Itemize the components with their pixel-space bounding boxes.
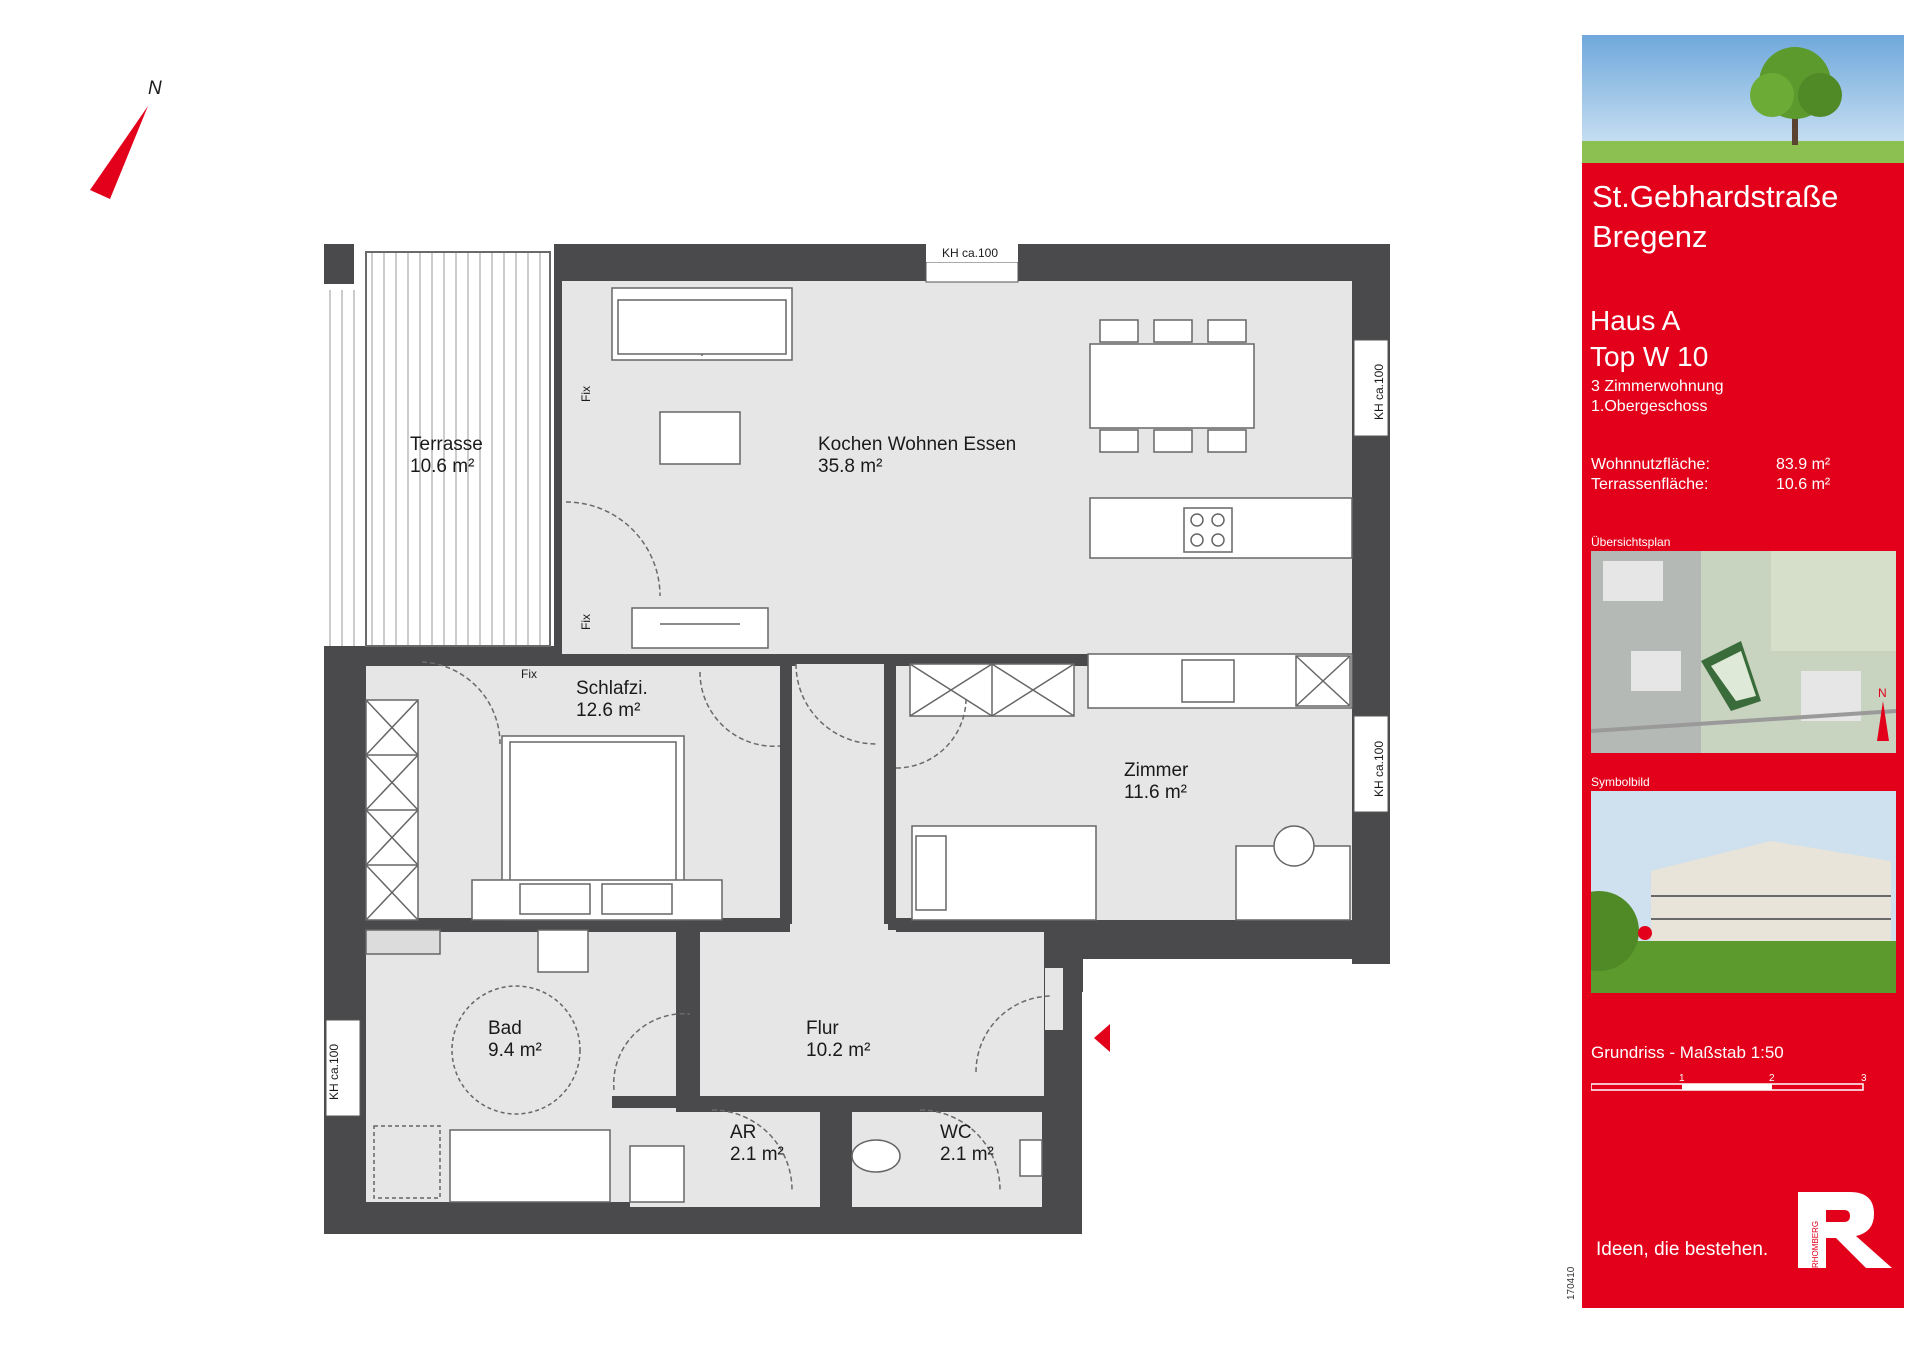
tree-header-image	[1582, 35, 1904, 163]
doors	[421, 501, 1053, 1191]
entrance-marker	[1094, 1024, 1110, 1052]
terrace	[324, 244, 554, 647]
building-render	[1591, 791, 1896, 993]
scale-tick-3: 3	[1861, 1073, 1867, 1084]
north-arrow: N	[90, 78, 162, 199]
room-labels: Terrasse 10.6 m² Kochen Wohnen Essen 35.…	[410, 434, 1189, 1165]
terrace-area-row: Terrassenfläche: 10.6 m²	[1591, 475, 1891, 495]
room-name-ar: AR	[730, 1122, 756, 1143]
bathroom-tiles	[365, 929, 441, 955]
house: Haus A	[1590, 305, 1681, 336]
living-area-label: Wohnnutzfläche:	[1591, 456, 1710, 473]
terrace-area-value: 10.6 m²	[1776, 476, 1831, 493]
room-area-terrasse: 10.6 m²	[410, 456, 474, 477]
overview-caption: Übersichtsplan	[1591, 535, 1671, 549]
brand-name: RHOMBERG	[1811, 1221, 1820, 1268]
room-area-kochen-wohnen-essen: 35.8 m²	[818, 456, 882, 477]
kh-label-top: KH ca.100	[942, 246, 998, 260]
info-panel: St.Gebhardstraße Bregenz Haus A Top W 10…	[1582, 35, 1904, 1308]
window-height-labels: KH ca.100 KH ca.100 KH ca.100 KH ca.100 …	[327, 242, 1386, 1100]
scale-caption: Grundriss - Maßstab 1:50	[1591, 1043, 1784, 1062]
room-name-zimmer: Zimmer	[1124, 760, 1189, 781]
room-name-schlafzimmer: Schlafzi.	[576, 678, 648, 699]
bathtub	[449, 1129, 611, 1203]
map-north-label: N	[1878, 686, 1887, 700]
room-area-bad: 9.4 m²	[488, 1040, 542, 1061]
room-name-wc: WC	[940, 1122, 972, 1143]
render-caption: Symbolbild	[1591, 775, 1650, 789]
north-label: N	[148, 78, 162, 99]
kh-label-right-1: KH ca.100	[1372, 364, 1386, 420]
scale-tick-2: 2	[1769, 1073, 1775, 1084]
living-area-row: Wohnnutzfläche: 83.9 m²	[1591, 455, 1891, 475]
scale-bar: 1 2 3	[1591, 1073, 1867, 1091]
sideboard	[631, 607, 769, 649]
room-area-wc: 2.1 m²	[940, 1144, 994, 1165]
dining-table	[1089, 343, 1255, 429]
rhomberg-logo: RHOMBERG	[1792, 1188, 1904, 1272]
terrace-area-label: Terrassenfläche:	[1591, 476, 1709, 493]
room-name-flur: Flur	[806, 1018, 839, 1039]
toilet	[851, 1139, 901, 1173]
storage-unit	[629, 1145, 685, 1203]
coffee-table	[659, 411, 741, 465]
unit: Top W 10	[1590, 341, 1709, 372]
room-name-terrasse: Terrasse	[410, 434, 483, 455]
scale-tick-1: 1	[1679, 1073, 1685, 1084]
slogan: Ideen, die bestehen.	[1596, 1239, 1769, 1260]
fix-label-1: Fix	[579, 386, 593, 402]
street: St.Gebhardstraße	[1592, 179, 1839, 214]
fix-label-2: Fix	[579, 614, 593, 630]
room-name-kochen-wohnen-essen: Kochen Wohnen Essen	[818, 434, 1016, 455]
floor-plan: N	[90, 78, 1390, 1234]
room-area-zimmer: 11.6 m²	[1124, 782, 1187, 803]
room-name-bad: Bad	[488, 1018, 522, 1039]
unit-heading: Haus A Top W 10	[1590, 303, 1708, 375]
city: Bregenz	[1592, 219, 1708, 254]
apartment-type: 3 Zimmerwohnung	[1591, 378, 1724, 395]
floor-level: 1.Obergeschoss	[1591, 398, 1708, 415]
room-area-ar: 2.1 m²	[730, 1144, 784, 1165]
wc-basin	[1019, 1139, 1043, 1177]
kh-label-right-2: KH ca.100	[1372, 741, 1386, 797]
windows	[325, 261, 1389, 1117]
document-code: 170410	[1566, 1266, 1577, 1300]
room-area-flur: 10.2 m²	[806, 1040, 870, 1061]
washbasin	[537, 929, 589, 973]
furniture	[365, 287, 1353, 1203]
fix-label-3: Fix	[521, 667, 537, 681]
site-map: N	[1591, 551, 1896, 753]
kh-label-left: KH ca.100	[327, 1044, 341, 1100]
living-area-value: 83.9 m²	[1776, 456, 1831, 473]
room-area-schlafzimmer: 12.6 m²	[576, 700, 640, 721]
project-address: St.Gebhardstraße Bregenz	[1592, 177, 1838, 257]
